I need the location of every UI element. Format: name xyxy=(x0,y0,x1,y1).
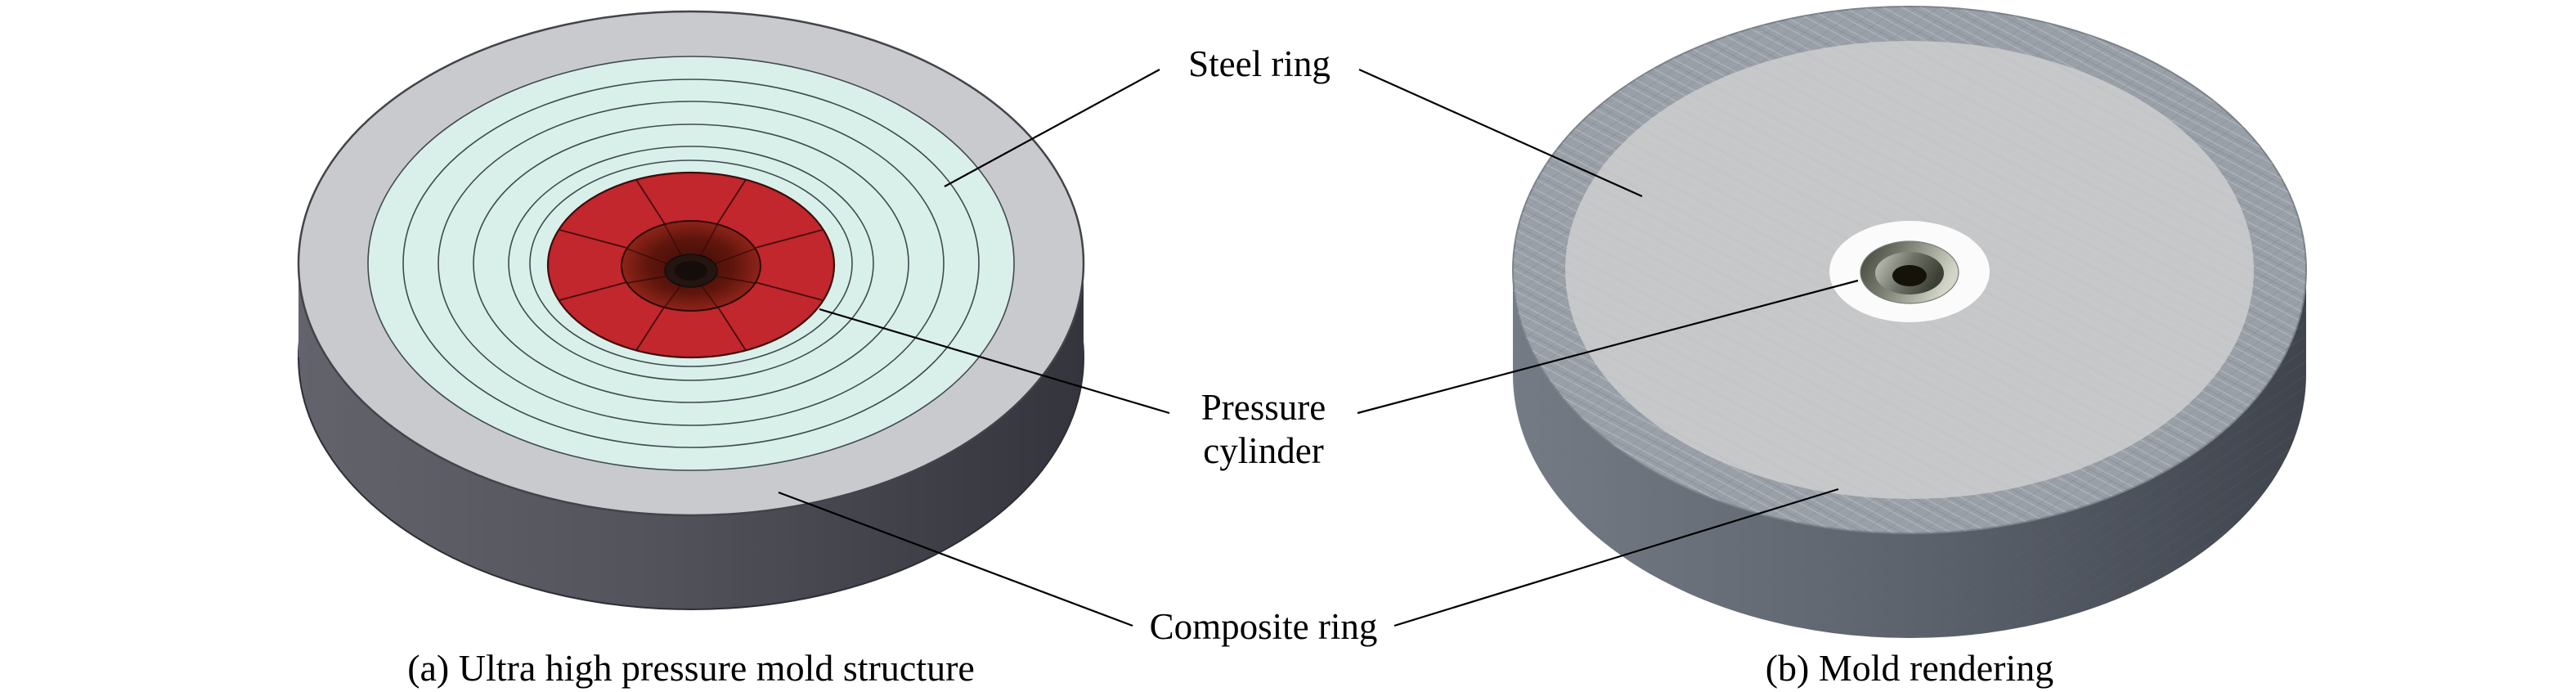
segment-line xyxy=(635,179,666,224)
facet-line xyxy=(663,223,682,255)
cone-facet-lines xyxy=(626,223,756,308)
composite-ring-line xyxy=(508,146,874,381)
composite-ring-line xyxy=(402,79,980,448)
leader-line-pressure-right xyxy=(1357,279,1859,415)
facet-line xyxy=(715,276,756,284)
composite-ring-line xyxy=(529,160,853,367)
facet-line xyxy=(663,285,682,308)
segment-line xyxy=(755,228,824,249)
facet-line xyxy=(700,223,719,255)
leader-line-composite-right xyxy=(1393,488,1839,627)
composite-ring-line xyxy=(438,101,945,426)
caption-mold-rendering: (b) Mold rendering xyxy=(1765,647,2054,689)
segment-line xyxy=(716,179,747,224)
facet-line xyxy=(626,248,667,264)
leader-line-steel-right xyxy=(1358,68,1643,198)
center-hole-a-inner xyxy=(675,261,707,281)
steel-ring-label: Steel ring xyxy=(1188,43,1331,84)
facet-line xyxy=(626,276,667,284)
pressure-cylinder-label-line2: cylinder xyxy=(1203,430,1324,472)
segment-line xyxy=(559,228,627,249)
pressure-cylinder-label: Pressure cylinder xyxy=(1141,386,1386,473)
segment-line xyxy=(559,281,627,302)
mold-rendering-illustration xyxy=(1512,6,2307,638)
composite-ring-lines xyxy=(402,79,980,448)
mold-structure-illustration xyxy=(297,10,1085,610)
leader-line-steel-left xyxy=(944,69,1160,187)
composite-ring-label: Composite ring xyxy=(1149,606,1378,647)
segment-line xyxy=(755,281,824,302)
leader-lines xyxy=(778,68,1859,627)
pressure-cylinder-label-line1: Pressure xyxy=(1200,387,1326,428)
pressure-cylinder-segment-lines xyxy=(559,179,824,351)
facet-line xyxy=(700,285,719,308)
facet-line xyxy=(715,248,756,264)
segment-line xyxy=(716,306,747,351)
caption-mold-structure: (a) Ultra high pressure mold structure xyxy=(407,647,975,689)
segment-line xyxy=(635,306,666,351)
composite-ring-line xyxy=(473,124,909,403)
leader-line-composite-left xyxy=(778,491,1133,627)
center-hole-b xyxy=(1892,265,1927,286)
leader-line-pressure-left xyxy=(819,308,1170,415)
